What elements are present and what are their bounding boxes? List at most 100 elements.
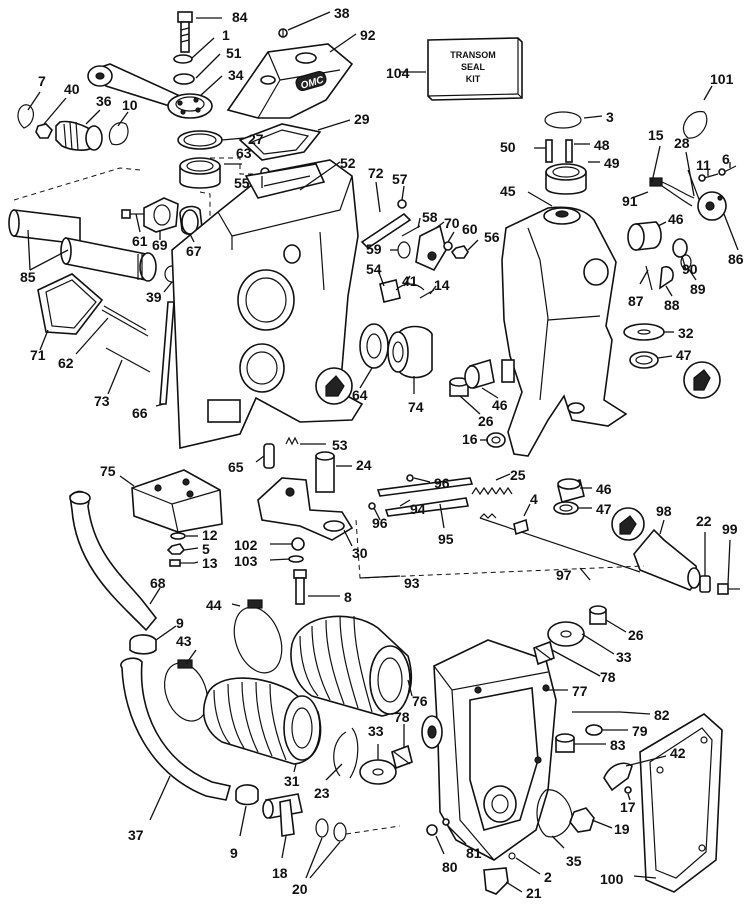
callout-label-96a: 96 [434, 475, 450, 491]
callout-label-87: 87 [628, 293, 644, 309]
nut-40 [35, 123, 53, 139]
callout-label-58: 58 [422, 209, 438, 225]
callout-label-99: 99 [722, 521, 738, 537]
callout-label-100: 100 [600, 871, 624, 887]
plate-69 [143, 197, 179, 233]
callout-label-9b: 9 [230, 845, 238, 861]
washer-32 [623, 323, 665, 341]
callout-label-29: 29 [354, 111, 370, 127]
rod-94 [376, 477, 474, 497]
pin-24 [315, 451, 335, 493]
callout-label-10: 10 [122, 97, 138, 113]
callout-label-62: 62 [58, 355, 74, 371]
shaft-97 [479, 517, 641, 573]
callout-label-36: 36 [96, 93, 112, 109]
screw-38 [278, 28, 288, 38]
callout-label-11: 11 [696, 157, 711, 173]
callout-label-25: 25 [510, 467, 526, 483]
callout-label-34: 34 [228, 67, 244, 83]
steering-arm-34 [87, 63, 213, 119]
nut-5 [166, 543, 186, 555]
callout-label-102: 102 [234, 537, 258, 553]
callout-label-45: 45 [500, 183, 516, 199]
callout-label-69: 69 [152, 237, 168, 253]
callout-label-33b: 33 [616, 649, 632, 665]
bearing-74 [387, 325, 433, 379]
callout-label-40: 40 [64, 81, 80, 97]
callout-label-26b: 26 [628, 627, 644, 643]
callout-label-86: 86 [728, 251, 744, 267]
callout-label-79: 79 [632, 723, 648, 739]
callout-label-84: 84 [232, 9, 248, 25]
bracket-88 [659, 265, 674, 290]
callout-label-16: 16 [462, 431, 478, 447]
callout-label-23: 23 [314, 785, 330, 801]
callout-label-33a: 33 [368, 723, 384, 739]
rod-72 [360, 212, 412, 250]
callout-label-63: 63 [236, 145, 252, 161]
clamp-9b [235, 784, 259, 806]
ring-59 [397, 241, 411, 259]
fitting-78a [391, 744, 413, 770]
pin-87 [645, 265, 653, 291]
callout-label-17: 17 [620, 799, 636, 815]
lubricant-icon-right [683, 361, 721, 399]
gimbal-housing-52 [171, 159, 364, 449]
bellows-76 [290, 615, 413, 717]
callout-label-95: 95 [438, 531, 454, 547]
nut-60 [443, 241, 453, 251]
callout-label-44: 44 [206, 597, 222, 613]
callout-label-9a: 9 [176, 615, 184, 631]
clamp-101 [682, 110, 708, 139]
washer-33b [547, 621, 585, 647]
part-81 [442, 818, 450, 826]
washer-102 [291, 537, 305, 551]
callout-label-14: 14 [434, 277, 450, 293]
callout-label-98: 98 [656, 503, 672, 519]
bushing-16 [486, 432, 506, 448]
hose-66 [159, 301, 175, 405]
callout-label-88: 88 [664, 297, 680, 313]
callout-label-43: 43 [176, 633, 192, 649]
callout-label-5: 5 [202, 541, 210, 557]
callout-label-94: 94 [410, 501, 426, 517]
callout-label-53: 53 [332, 437, 348, 453]
bolt-13 [169, 559, 194, 567]
callout-label-35: 35 [566, 853, 582, 869]
washer-33a [359, 759, 397, 785]
spring-25b [495, 486, 513, 496]
callout-label-78b: 78 [600, 669, 616, 685]
callout-label-15: 15 [648, 127, 664, 143]
spring-41 [395, 283, 425, 291]
callout-label-75: 75 [100, 463, 116, 479]
callout-label-60: 60 [462, 221, 478, 237]
ring-23 [333, 727, 359, 779]
trim-sender-assembly [649, 169, 727, 221]
callout-label-72: 72 [368, 165, 384, 181]
ring-2 [508, 852, 516, 860]
callout-label-47b: 47 [596, 501, 612, 517]
callout-label-71: 71 [30, 347, 46, 363]
washer-51 [173, 73, 195, 85]
callout-label-101: 101 [710, 71, 734, 87]
callout-label-37: 37 [128, 827, 144, 843]
callout-label-103: 103 [234, 553, 258, 569]
callout-label-54: 54 [366, 261, 382, 277]
callout-label-104: 104 [386, 65, 410, 81]
fitting-26a [449, 377, 469, 397]
o-ring-3 [544, 111, 582, 129]
callout-label-38: 38 [334, 5, 350, 21]
bracket-42 [603, 762, 633, 792]
bushing-46a [627, 221, 662, 251]
callout-label-89: 89 [690, 281, 706, 297]
callout-label-7: 7 [38, 73, 46, 89]
callout-label-55: 55 [234, 175, 250, 191]
callout-label-91: 91 [622, 193, 638, 209]
clamp-9a [129, 634, 157, 655]
exhaust-tubes-85 [8, 209, 157, 282]
callout-label-39: 39 [146, 289, 162, 305]
screw-57 [397, 199, 407, 209]
nut-56 [450, 245, 469, 259]
ring-79 [585, 724, 603, 736]
callout-label-19: 19 [614, 821, 630, 837]
